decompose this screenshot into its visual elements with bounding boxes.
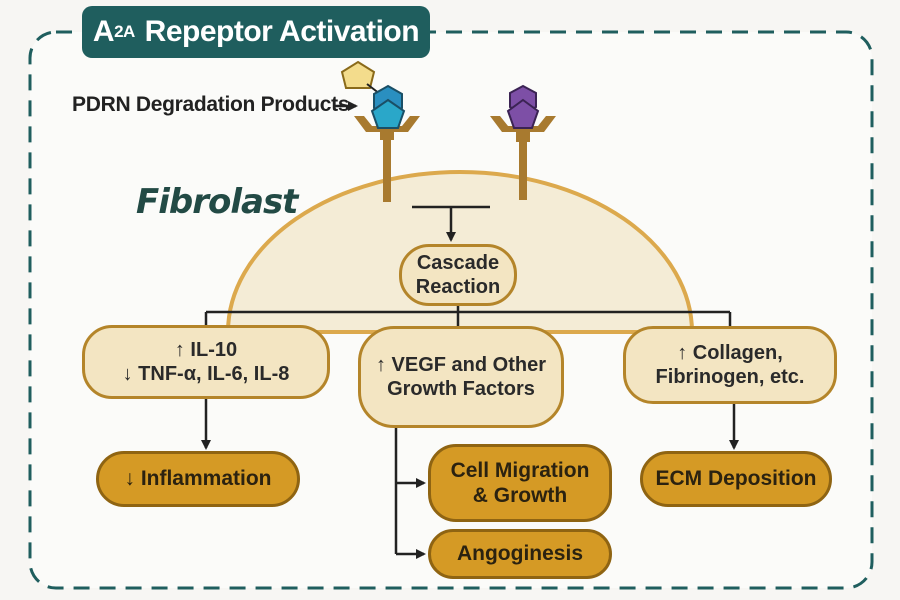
receptor-stem [519,140,527,200]
growth-line-2: Growth Factors [387,378,535,400]
ligand-label: PDRN Degradation Products [72,93,350,116]
receptor-right [490,116,556,200]
matrix-node: ↑ Collagen, Fibrinogen, etc. [623,326,837,404]
title-rest: Repeptor Activation [136,15,420,48]
cytokine-node: ↑ IL-10 ↓ TNF-α, IL-6, IL-8 [82,325,330,399]
pentagon-ligand-icon [370,98,406,129]
receptor-cup-icon [354,116,420,132]
convergence-connector [412,205,490,240]
ecm-label: ECM Deposition [655,467,817,491]
migration-line-2: & Growth [472,484,568,507]
cascade-line-2: Reaction [415,276,501,298]
migration-node: Cell Migration & Growth [428,444,612,522]
growth-line-1: ↑ VEGF and Other [375,354,547,376]
matrix-line-2: Fibrinogen, etc. [655,366,805,388]
receptor-left [354,116,420,202]
inflammation-label: ↓ Inflammation [124,467,272,491]
cascade-line-1: Cascade [416,252,500,274]
matrix-line-1: ↑ Collagen, [677,342,783,364]
ecm-node: ECM Deposition [640,451,832,507]
cascade-node: Cascade Reaction [399,244,517,306]
receptor-cup-icon [490,116,556,132]
pentagon-ligand-icon [340,60,376,89]
angiogenesis-node: Angoginesis [428,529,612,579]
title-subscript: 2A [114,22,135,41]
pentagon-ligand-icon [506,98,540,129]
growth-factor-node: ↑ VEGF and Other Growth Factors [358,326,564,428]
cytokine-line-2: ↓ TNF-α, IL-6, IL-8 [122,363,290,385]
receptor-stem [383,138,391,202]
inflammation-node: ↓ Inflammation [96,451,300,507]
cytokine-line-1: ↑ IL-10 [174,339,238,361]
migration-line-1: Cell Migration [450,458,590,482]
angiogenesis-label: Angoginesis [456,542,583,566]
cell-label: Fibrolast [136,182,298,222]
title-prefix: A [92,15,115,48]
